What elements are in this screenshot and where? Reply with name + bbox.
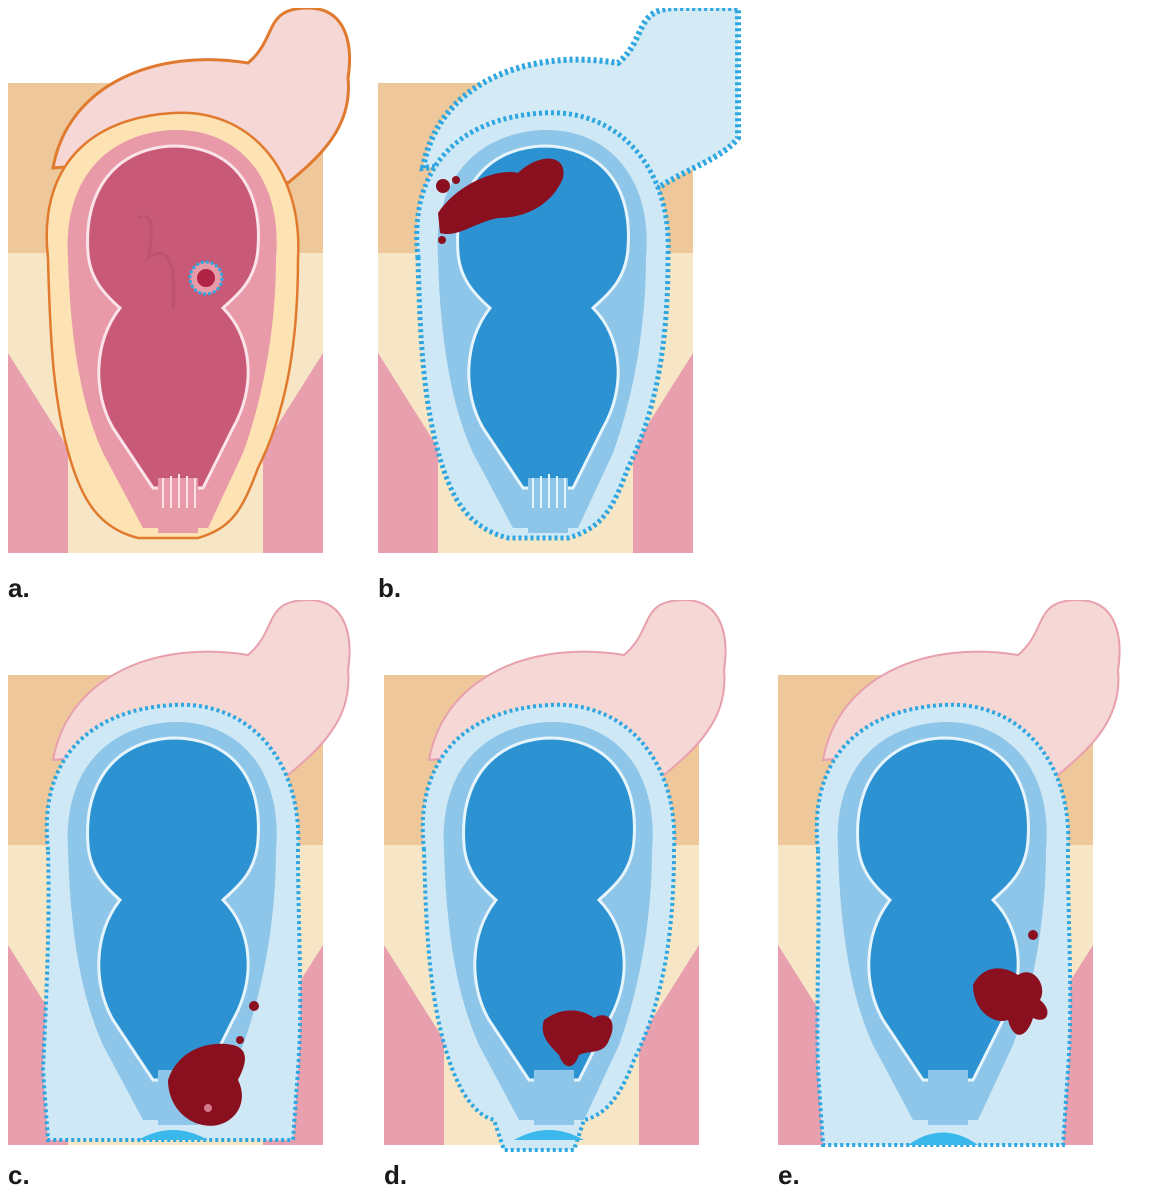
panel-label-c: c. (8, 1160, 30, 1191)
panel-e-diagram (778, 600, 1148, 1155)
panel-a (8, 8, 353, 563)
panel-a-diagram (8, 8, 353, 563)
panel-label-d: d. (384, 1160, 407, 1191)
panel-d-diagram (384, 600, 754, 1155)
panel-d (384, 600, 754, 1155)
panel-c-diagram (8, 600, 353, 1155)
panel-c (8, 600, 353, 1155)
panel-label-e: e. (778, 1160, 800, 1191)
panel-b (378, 8, 748, 563)
panel-e (778, 600, 1148, 1155)
panel-b-diagram (378, 8, 748, 563)
